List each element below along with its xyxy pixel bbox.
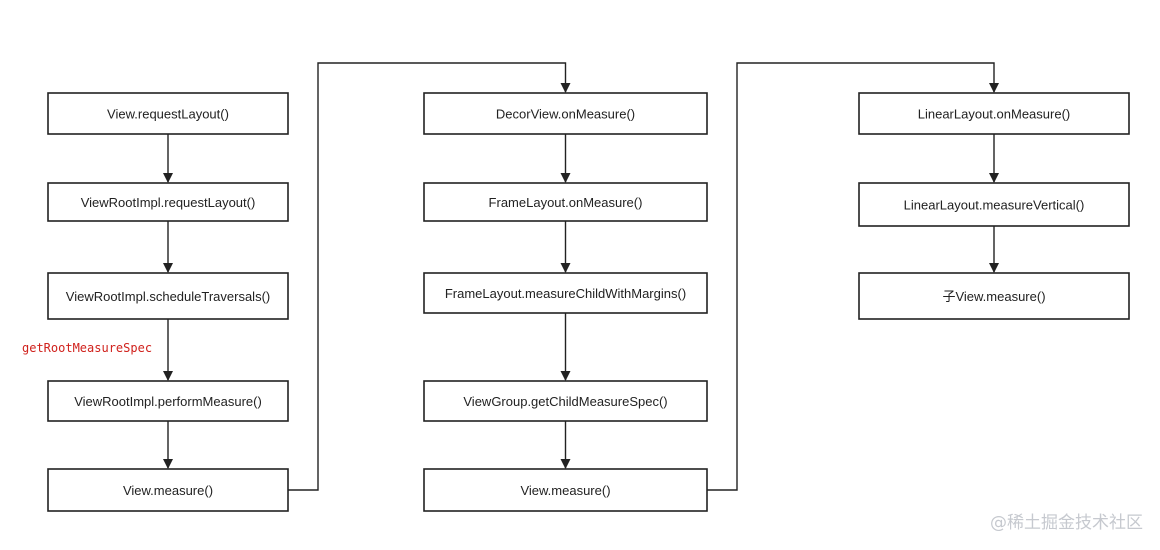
flow-node-box bbox=[858, 272, 1130, 320]
flow-node: View.measure() bbox=[423, 468, 708, 512]
flow-node-label: ViewRootImpl.performMeasure() bbox=[74, 394, 262, 409]
flow-node: LinearLayout.onMeasure() bbox=[858, 92, 1130, 135]
flow-node: ViewGroup.getChildMeasureSpec() bbox=[423, 380, 708, 422]
connector-arrow-col1-to-col2 bbox=[288, 62, 571, 491]
flow-node-box bbox=[47, 468, 289, 512]
flow-node: ViewRootImpl.performMeasure() bbox=[47, 380, 289, 422]
flow-node-label: View.measure() bbox=[520, 483, 610, 498]
flow-node-label: View.measure() bbox=[123, 483, 213, 498]
edges-layer bbox=[163, 62, 999, 491]
flow-node-box bbox=[423, 380, 708, 422]
flow-node: View.measure() bbox=[47, 468, 289, 512]
flow-node-box bbox=[423, 468, 708, 512]
flow-node-label: LinearLayout.measureVertical() bbox=[904, 198, 1085, 213]
flow-node: ViewRootImpl.requestLayout() bbox=[47, 182, 289, 222]
flow-node: ViewRootImpl.scheduleTraversals() bbox=[47, 272, 289, 320]
flow-node-box bbox=[423, 92, 708, 135]
flow-node: DecorView.onMeasure() bbox=[423, 92, 708, 135]
flow-node: 子View.measure() bbox=[858, 272, 1130, 320]
flow-node-box bbox=[47, 92, 289, 135]
flow-node-label: ViewRootImpl.requestLayout() bbox=[81, 195, 256, 210]
flow-node-box bbox=[423, 182, 708, 222]
flow-node-label: 子View.measure() bbox=[942, 289, 1045, 304]
flow-node: FrameLayout.onMeasure() bbox=[423, 182, 708, 222]
flow-node-box bbox=[858, 92, 1130, 135]
flow-node-label: DecorView.onMeasure() bbox=[496, 107, 635, 122]
annotation-get-root-measure-spec: getRootMeasureSpec bbox=[22, 341, 152, 355]
watermark-text: @稀土掘金技术社区 bbox=[990, 513, 1143, 533]
flow-node: View.requestLayout() bbox=[47, 92, 289, 135]
connector-arrow-col2-to-col3 bbox=[707, 62, 999, 491]
flow-node: LinearLayout.measureVertical() bbox=[858, 182, 1130, 227]
flow-node-box bbox=[858, 182, 1130, 227]
flow-node-label: FrameLayout.onMeasure() bbox=[489, 195, 643, 210]
flow-node-box bbox=[47, 182, 289, 222]
flow-node-label: View.requestLayout() bbox=[107, 107, 229, 122]
flow-node-box bbox=[47, 272, 289, 320]
flow-node-label: ViewRootImpl.scheduleTraversals() bbox=[66, 289, 270, 304]
flow-node-box bbox=[47, 380, 289, 422]
flow-node-label: FrameLayout.measureChildWithMargins() bbox=[445, 286, 686, 301]
nodes-layer: View.requestLayout() ViewRootImpl.request… bbox=[47, 92, 1130, 512]
flow-node: FrameLayout.measureChildWithMargins() bbox=[423, 272, 708, 314]
flow-node-label: ViewGroup.getChildMeasureSpec() bbox=[463, 394, 667, 409]
flow-node-box bbox=[423, 272, 708, 314]
flow-node-label: LinearLayout.onMeasure() bbox=[918, 107, 1070, 122]
